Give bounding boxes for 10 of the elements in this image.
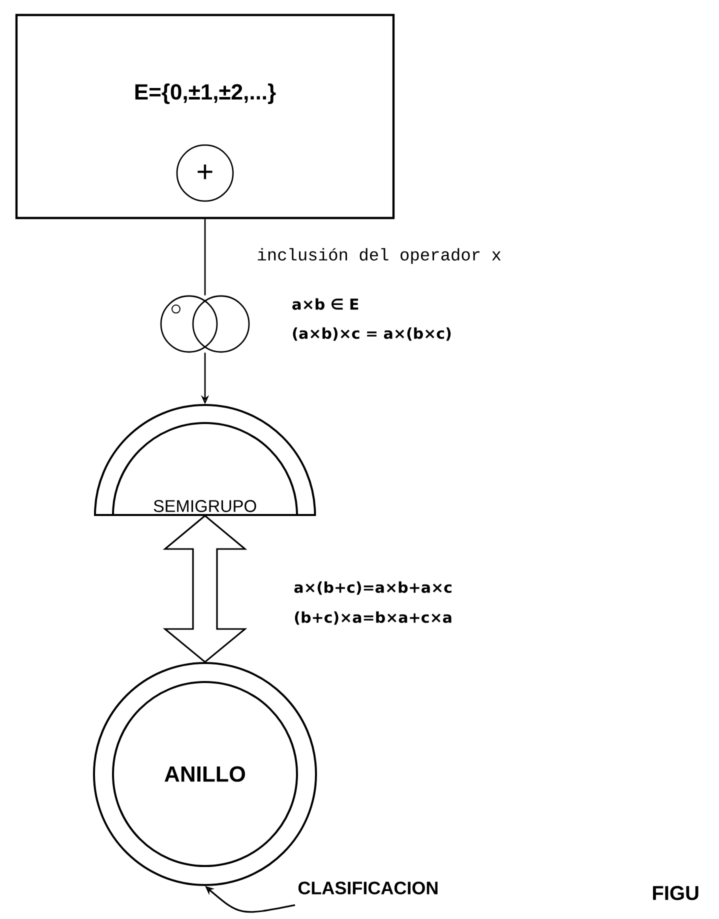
edge-label: inclusión del operador x <box>256 247 503 265</box>
venn-symbol <box>160 295 250 353</box>
formula: (b+c)×a=b×a+c×a <box>294 611 452 625</box>
formula: a×b ∈ E <box>292 298 358 310</box>
formula: a×(b+c)=a×b+a×c <box>294 581 452 595</box>
double-arrow <box>162 514 248 664</box>
figure-label: FIGU <box>653 886 698 900</box>
circled-plus: + <box>176 144 234 202</box>
semicircle-arch: SEMIGRUPO <box>94 404 316 516</box>
formula: (a×b)×c = a×(b×c) <box>292 327 451 341</box>
